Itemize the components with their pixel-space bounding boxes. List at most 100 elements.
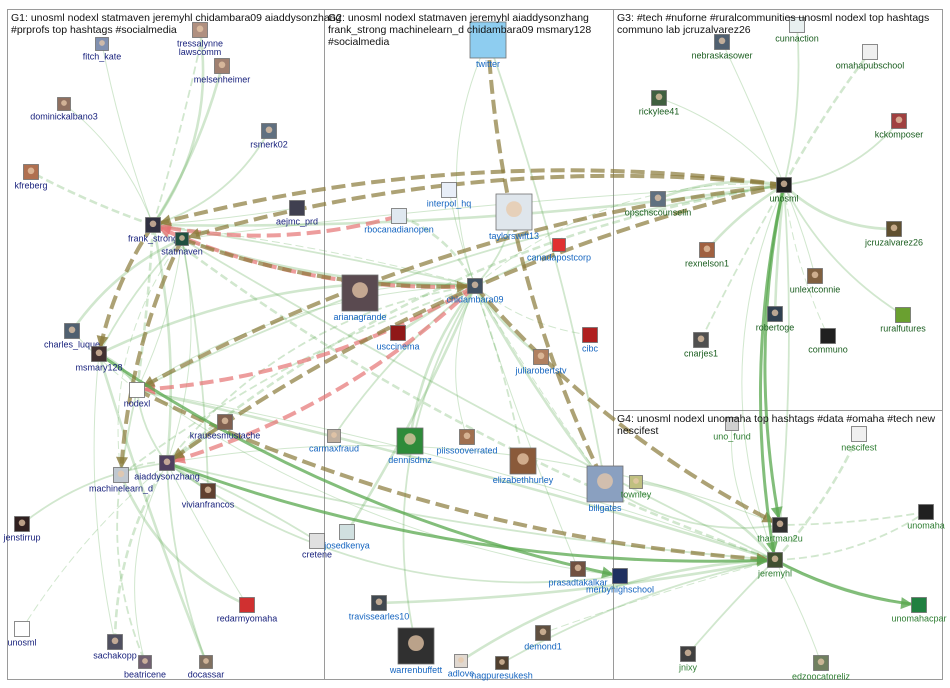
node-label: juliarobertstv [514,366,567,376]
node-nebraskasower[interactable]: nebraskasower [691,34,753,61]
node-canadapostcorp[interactable]: canadapostcorp [527,238,591,263]
node-townley[interactable]: townley [621,475,652,500]
node-label: rbocanadianopen [364,225,434,235]
docassar-avatar-face [203,658,209,664]
node-redarmyomaha[interactable]: redarmyomaha [217,597,278,624]
node-travissearles10[interactable]: travissearles10 [349,595,410,622]
node-demond1[interactable]: demond1 [524,625,562,652]
edge-aiaddysonzhang-unosml_g1 [21,462,168,630]
node-cnarjes1[interactable]: cnarjes1 [684,332,718,359]
node-rbocanadianopen[interactable]: rbocanadianopen [364,208,434,235]
node-label: canadapostcorp [527,253,591,263]
heavy-edge-statmaven-chidambara09 [181,237,476,289]
frank_strong-avatar-face [149,220,157,228]
node-beatricene[interactable]: beatricene [124,655,166,680]
node-opschscounselin[interactable]: opschscounselin [625,191,692,218]
unomaha-logo [918,504,934,520]
node-usccinema[interactable]: usccinema [376,325,420,352]
node-label: uno_fund [713,432,751,442]
node-nodexl[interactable]: nodexl [124,382,151,409]
node-unomahacpar[interactable]: unomahacpar [891,597,947,624]
node-dennisdmz[interactable]: dennisdmz [388,427,432,465]
group-title-g3: G3: #tech #nuforne #ruralcommunities uno… [617,12,929,36]
node-krausesmustache[interactable]: krausesmustache [190,414,261,441]
group-title-g1-line1: G1: unosml nodexl statmaven jeremyhl chi… [11,12,342,24]
group-title-g4-line2: nescifest [617,425,659,437]
node-elizabethhurley[interactable]: elizabethhurley [493,447,554,485]
node-rickylee41[interactable]: rickylee41 [639,90,680,117]
node-juliarobertstv[interactable]: juliarobertstv [514,349,567,376]
node-interpol_hq[interactable]: interpol_hq [427,182,472,209]
node-thartman2u[interactable]: thartman2u [757,517,803,544]
node-vivianfrancos[interactable]: vivianfrancos [182,483,235,510]
node-kfreberg[interactable]: kfreberg [14,164,48,191]
node-prasadtakalkar[interactable]: prasadtakalkar [548,561,608,588]
node-kckomposer[interactable]: kckomposer [875,113,924,140]
node-label: warrenbuffett [389,665,443,675]
node-docassar[interactable]: docassar [188,655,225,680]
piissooverrated-avatar-face [463,432,471,440]
node-cibc[interactable]: cibc [582,327,599,354]
node-aejmc_prd[interactable]: aejmc_prd [276,200,318,227]
node-msmary128[interactable]: msmary128 [75,346,123,373]
node-unomaha[interactable]: unomaha [907,504,945,531]
node-uno_fund[interactable]: uno_fund [713,417,751,442]
node-statmaven[interactable]: statmaven [161,232,203,257]
node-frank_strong[interactable]: frank_strong [128,217,178,244]
node-rsmerk02[interactable]: rsmerk02 [250,123,288,150]
node-carmaxfraud[interactable]: carmaxfraud [309,429,359,454]
heavy-edge-chidambara09-aiaddysonzhang [166,284,477,465]
unosml-avatar-face [780,180,788,188]
edge-unosml-jcruzalvarez26 [783,184,895,231]
node-robertoge[interactable]: robertoge [756,306,795,333]
node-dominickalbano3[interactable]: dominickalbano3 [30,97,98,122]
node-nagpuresukesh[interactable]: nagpuresukesh [471,656,533,681]
node-arianagrande[interactable]: arianagrande [333,274,387,322]
node-merbyhighschool[interactable]: merbyhighschool [586,568,654,595]
node-communo[interactable]: communo [808,328,848,355]
node-nescifest[interactable]: nescifest [841,426,877,453]
node-piissooverrated[interactable]: piissooverrated [436,429,498,456]
group-title-g4: G4: unosml nodexl unomaha top hashtags #… [617,413,936,437]
node-aiaddysonzhang[interactable]: aiaddysonzhang [134,455,200,482]
node-tressalynne[interactable]: tressalynne [177,22,223,49]
node-lawscomm[interactable]: lawscomm [179,47,222,57]
node-billgates[interactable]: billgates [586,465,624,513]
node-unosml[interactable]: unosml [769,177,799,204]
node-edzoocatoreliz[interactable]: edzoocatoreliz [792,655,851,682]
node-twitter[interactable]: twitter [469,21,507,69]
node-jcruzalvarez26[interactable]: jcruzalvarez26 [864,221,923,248]
node-label: machinelearn_d [89,484,153,494]
node-cretene[interactable]: cretene [302,533,332,560]
node-melsenheimer[interactable]: melsenheimer [194,58,251,85]
node-label: cretene [302,550,332,560]
node-jenstirrup[interactable]: jenstirrup [2,516,41,543]
adlove-avatar-face [458,657,464,663]
communo-logo [820,328,836,344]
node-warrenbuffett[interactable]: warrenbuffett [389,627,443,675]
edge-unosml-rexnelson1 [706,183,785,251]
node-machinelearn_d[interactable]: machinelearn_d [89,467,153,494]
node-jeremyhl[interactable]: jeremyhl [757,552,792,579]
arrowhead-frank_strong-msmary128 [96,335,109,349]
charles_luque-avatar-face [68,326,76,334]
node-label: fitch_kate [83,52,122,62]
node-ruralfutures[interactable]: ruralfutures [880,307,926,334]
elizabethhurley-avatar-face [517,453,529,465]
node-omahapubschool[interactable]: omahapubschool [836,44,905,71]
node-cunnaction[interactable]: cunnaction [775,17,819,44]
node-charles_luque[interactable]: charles_luque [44,323,100,350]
node-rexnelson1[interactable]: rexnelson1 [685,242,729,269]
node-sachakopp[interactable]: sachakopp [93,634,137,661]
node-unlextconnie[interactable]: unlextconnie [790,268,841,295]
node-josedkenya[interactable]: josedkenya [323,524,370,551]
node-label: nescifest [841,443,877,453]
unomahacpar-logo [911,597,927,613]
node-label: sachakopp [93,651,137,661]
node-jnixy[interactable]: jnixy [678,646,698,673]
node-chidambara09[interactable]: chidambara09 [446,278,504,305]
node-adlove[interactable]: adlove [448,654,475,679]
node-taylorswift13[interactable]: taylorswift13 [489,193,539,241]
node-fitch_kate[interactable]: fitch_kate [83,37,122,62]
node-unosml_g1[interactable]: unosml [7,621,37,648]
